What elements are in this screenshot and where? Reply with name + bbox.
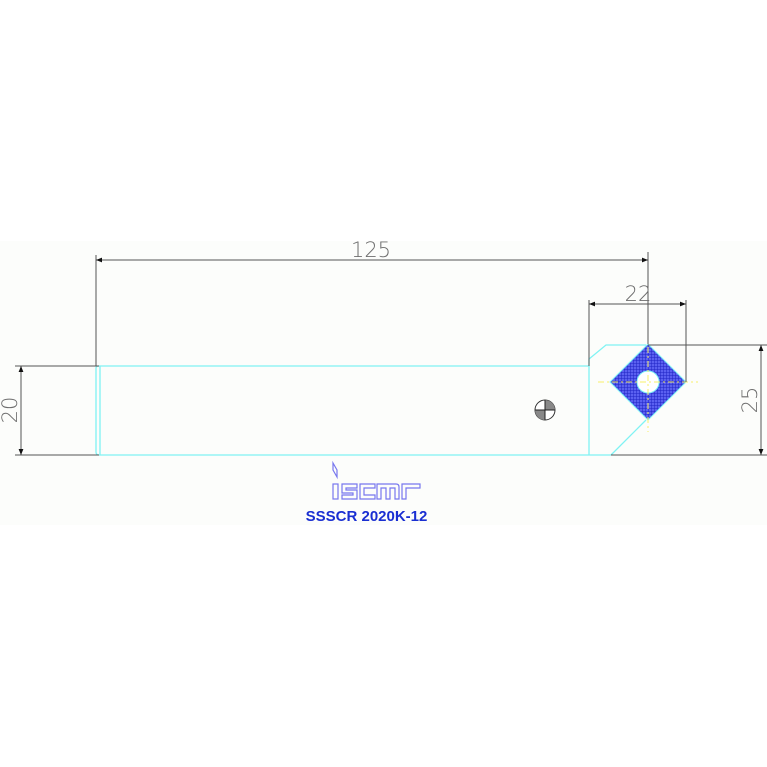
dimension-overall-height: [611, 344, 767, 456]
part-code-text: SSSCR 2020K-12: [305, 508, 428, 525]
cutting-insert: [598, 333, 698, 432]
dim-125-label: 125: [351, 238, 391, 262]
iscar-logo: [332, 460, 421, 500]
dim-22-label: 22: [625, 282, 652, 306]
dimension-shank-height: [15, 365, 99, 456]
dim-20-label: 20: [0, 397, 22, 424]
dim-25-label: 25: [738, 387, 762, 414]
shank-end-left: [95, 368, 100, 456]
dimension-head-width: [588, 300, 687, 382]
center-of-gravity-icon: [534, 399, 556, 421]
part-code-title: SSSCR 2020K-12: [0, 508, 767, 525]
head-lower-chamfer: [610, 419, 647, 456]
insert-center-lines: [598, 333, 698, 432]
tool-outline: [95, 344, 647, 456]
shank-top-edge: [99, 344, 646, 367]
dimension-overall-length: [95, 252, 649, 366]
